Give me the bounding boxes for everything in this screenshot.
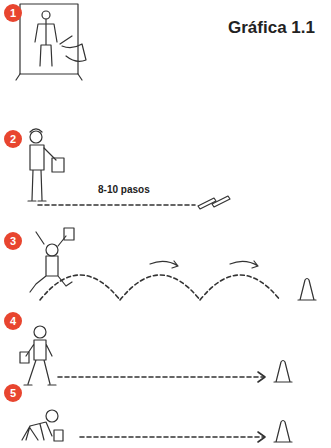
callout-number: 1 xyxy=(4,4,22,22)
figure-title: Gráfica 1.1 xyxy=(228,18,315,38)
run-line xyxy=(58,376,264,378)
pencils xyxy=(198,196,230,209)
arrowhead xyxy=(258,372,265,382)
jumping-figure xyxy=(30,228,74,292)
callout-number: 2 xyxy=(4,130,22,148)
distance-label: 8-10 pasos xyxy=(96,184,152,195)
hop-arrows xyxy=(150,261,258,268)
cone xyxy=(298,279,316,301)
cone xyxy=(274,421,292,443)
crouching-figure xyxy=(22,410,63,441)
cone xyxy=(274,361,292,383)
step-line xyxy=(38,204,195,206)
walking-figure xyxy=(20,326,56,385)
arrowhead xyxy=(258,432,265,442)
callout-number: 3 xyxy=(4,232,22,250)
hop-arcs xyxy=(40,275,280,300)
callout-number: 5 xyxy=(4,384,22,402)
wall-chart xyxy=(16,4,86,80)
callout-number: 4 xyxy=(4,312,22,330)
standing-figure xyxy=(28,129,64,201)
run-line xyxy=(80,436,264,438)
